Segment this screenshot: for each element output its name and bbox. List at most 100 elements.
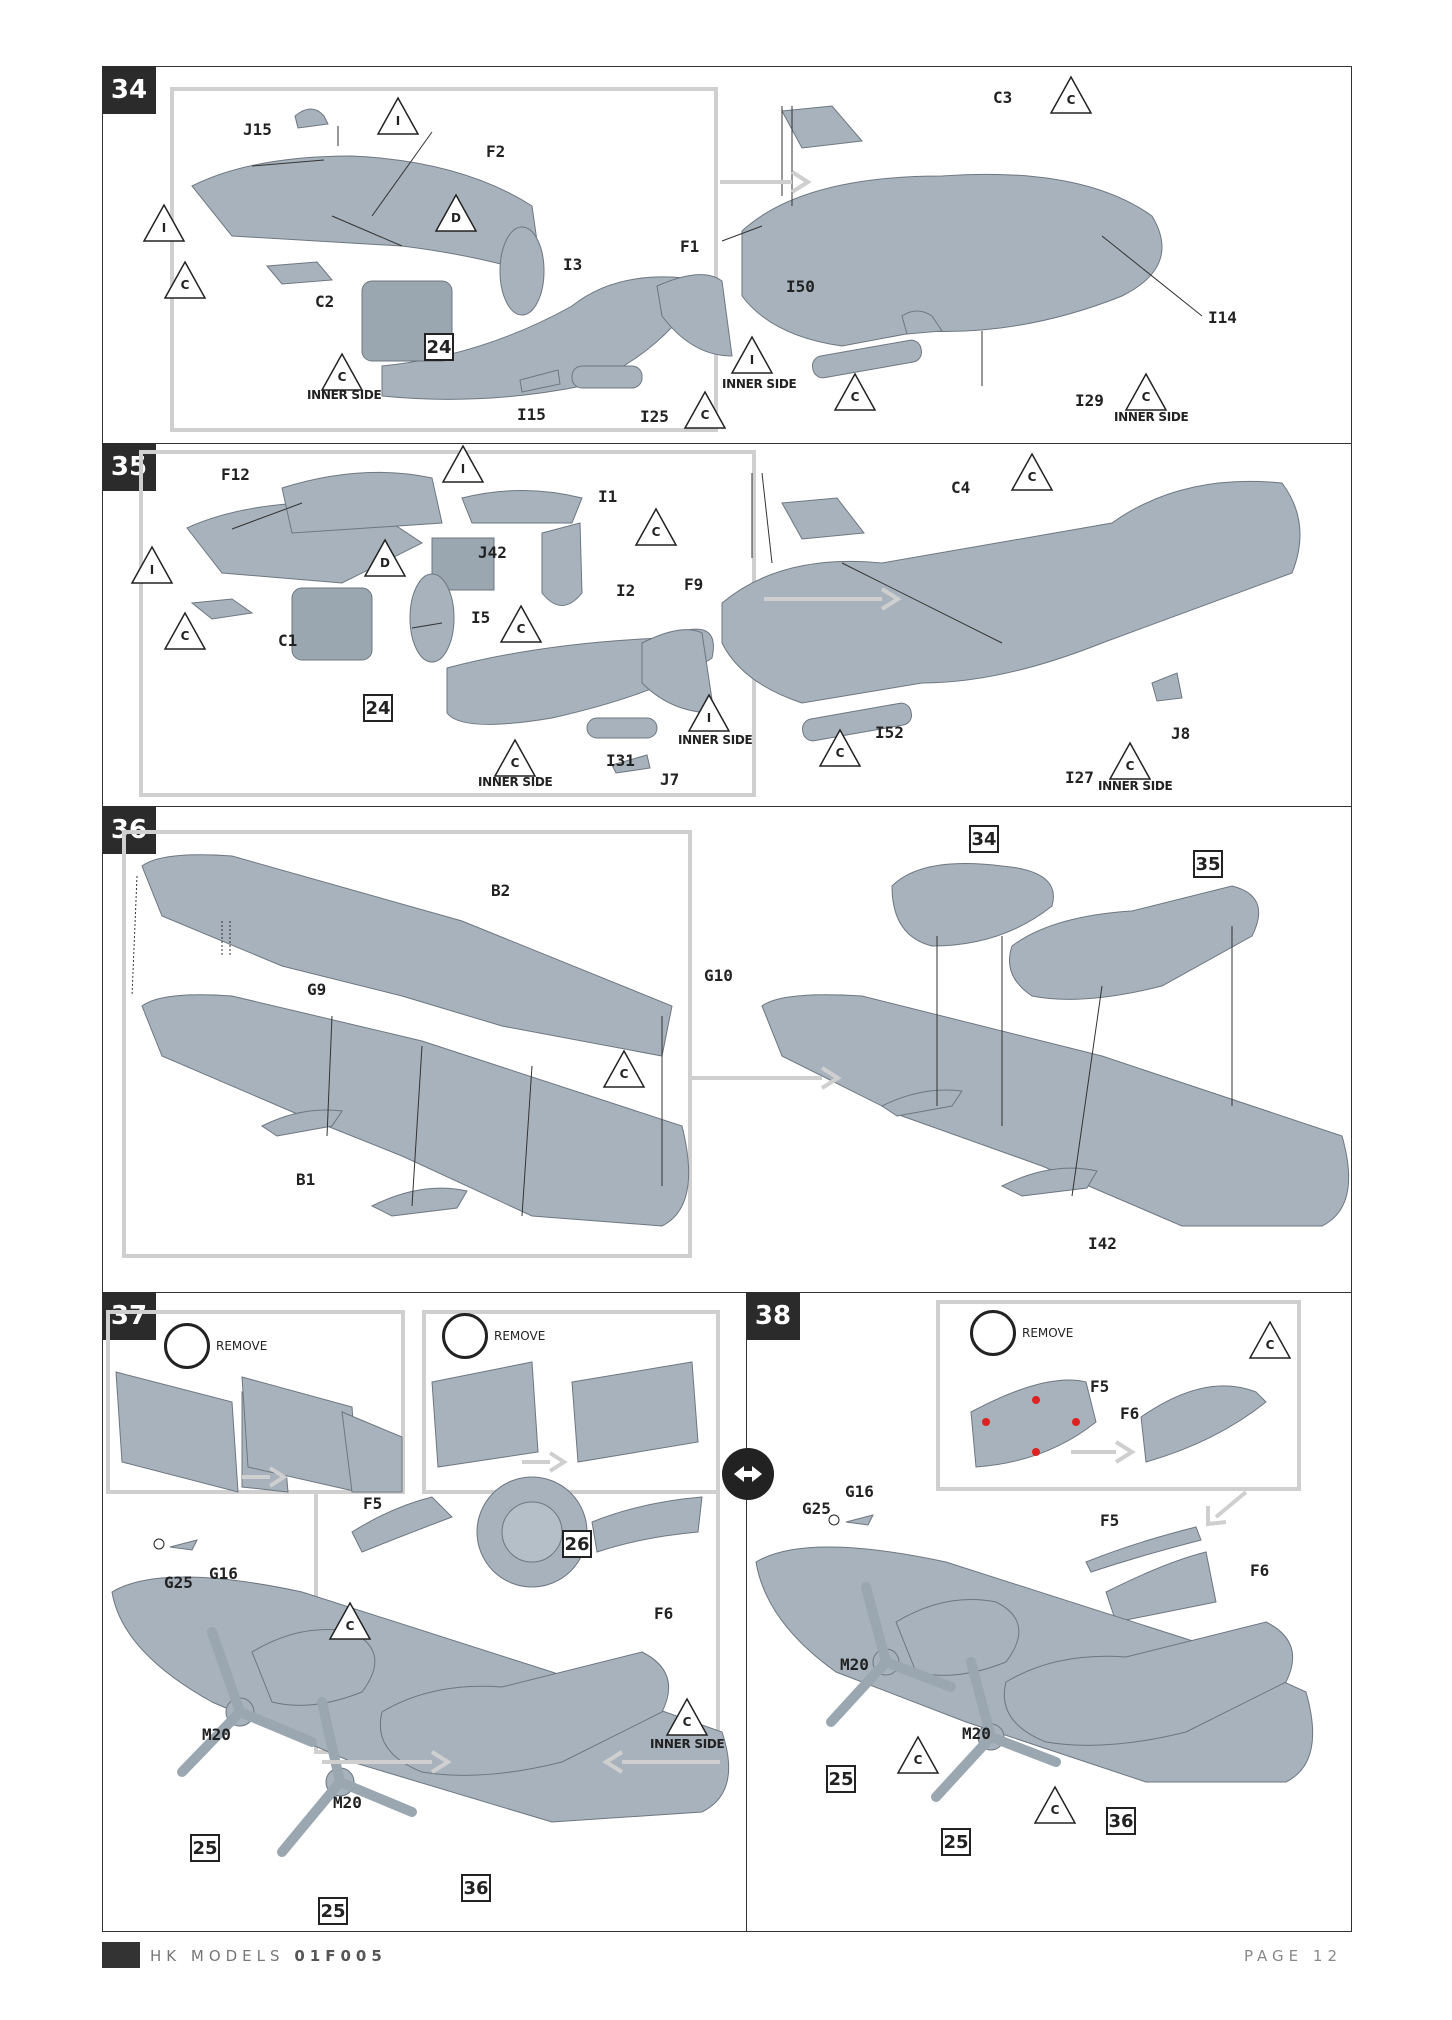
part-label: F9	[684, 575, 704, 594]
kit-code: 01F005	[294, 1947, 387, 1965]
part-label: I15	[517, 405, 546, 424]
part-label: I42	[1088, 1234, 1117, 1253]
reference-box: 36	[461, 1874, 491, 1902]
note-inner-side: INNER SIDE	[478, 775, 553, 789]
part-label: I25	[640, 407, 669, 426]
mark-triangle: C	[833, 372, 877, 412]
part-label: I31	[606, 751, 635, 770]
part-label: G16	[209, 1564, 238, 1583]
mark-triangle: I	[730, 335, 774, 375]
page-number: PAGE 12	[1243, 1947, 1342, 1965]
part-label: I2	[616, 581, 636, 600]
remove-instruction: REMOVE	[164, 1323, 267, 1369]
cutter-icon	[442, 1313, 488, 1359]
part-label: I5	[471, 608, 491, 627]
reference-box: 24	[363, 694, 393, 722]
mark-triangle: C	[665, 1697, 709, 1737]
part-label: F6	[1120, 1404, 1140, 1423]
mark-triangle: C	[163, 611, 207, 651]
mark-triangle: C	[683, 390, 727, 430]
part-label: M20	[333, 1793, 362, 1812]
reference-box: 25	[826, 1765, 856, 1793]
mark-triangle: I	[441, 444, 485, 484]
row-divider-35	[102, 443, 1352, 444]
reference-box: 25	[318, 1897, 348, 1925]
step34-drawing	[191, 105, 1203, 400]
part-label: G9	[307, 980, 327, 999]
part-label: C1	[278, 631, 298, 650]
part-label: G25	[802, 1499, 831, 1518]
reference-box: 25	[941, 1828, 971, 1856]
step36-drawing	[131, 854, 1350, 1227]
note-inner-side: INNER SIDE	[307, 388, 382, 402]
part-label: I14	[1208, 308, 1237, 327]
step34-subassembly-box	[170, 87, 718, 432]
mark-triangle: I	[376, 96, 420, 136]
mark-triangle: C	[896, 1735, 940, 1775]
part-label: F1	[680, 237, 700, 256]
part-label: J15	[243, 120, 272, 139]
mark-triangle: I	[142, 203, 186, 243]
instruction-frame	[102, 66, 1352, 1932]
hk-models-logo	[102, 1942, 140, 1968]
step35-drawing	[186, 471, 1301, 774]
mark-triangle: C	[1124, 372, 1168, 412]
part-label: M20	[962, 1724, 991, 1743]
row-divider-37	[102, 1292, 1352, 1293]
mark-triangle: C	[328, 1601, 372, 1641]
part-label: I52	[875, 723, 904, 742]
mark-triangle: C	[1049, 75, 1093, 115]
mark-triangle: I	[130, 545, 174, 585]
row-divider-36	[102, 806, 1352, 807]
part-label: F12	[221, 465, 250, 484]
footer-brand: HK MODELS 01F005	[150, 1947, 387, 1965]
cutter-icon	[164, 1323, 210, 1369]
part-label: B2	[491, 881, 511, 900]
part-label: I1	[598, 487, 618, 506]
mark-triangle: D	[363, 538, 407, 578]
part-label: M20	[202, 1725, 231, 1744]
mark-triangle: C	[1248, 1320, 1292, 1360]
mark-triangle: C	[320, 352, 364, 392]
part-label: B1	[296, 1170, 316, 1189]
part-label: G25	[164, 1573, 193, 1592]
mark-triangle: C	[499, 604, 543, 644]
part-label: F6	[1250, 1561, 1270, 1580]
mark-triangle: C	[1033, 1785, 1077, 1825]
step38-detail-box	[936, 1300, 1301, 1491]
mark-triangle: C	[634, 507, 678, 547]
part-label: J42	[478, 543, 507, 562]
part-label: F5	[1100, 1511, 1120, 1530]
cutter-icon	[970, 1310, 1016, 1356]
part-label: C4	[951, 478, 971, 497]
part-label: F2	[486, 142, 506, 161]
part-label: I50	[786, 277, 815, 296]
step38-drawing	[755, 1379, 1314, 1802]
mark-triangle: C	[493, 738, 537, 778]
reference-box: 35	[1193, 850, 1223, 878]
step-number-37: 37	[102, 1292, 156, 1340]
step-number-38: 38	[746, 1292, 800, 1340]
mark-triangle: C	[818, 728, 862, 768]
part-label: G16	[845, 1482, 874, 1501]
column-divider-37-38	[746, 1292, 747, 1932]
mark-triangle: C	[1010, 452, 1054, 492]
mark-triangle: D	[434, 193, 478, 233]
step37-detail-box-right	[422, 1310, 720, 1494]
part-label: M20	[840, 1655, 869, 1674]
part-label: G10	[704, 966, 733, 985]
reference-box: 24	[424, 333, 454, 361]
note-inner-side: INNER SIDE	[1098, 779, 1173, 793]
part-label: I29	[1075, 391, 1104, 410]
step36-subassembly-box	[122, 830, 692, 1258]
part-label: I27	[1065, 768, 1094, 787]
part-label: F5	[363, 1494, 383, 1513]
note-inner-side: INNER SIDE	[722, 377, 797, 391]
remove-instruction: REMOVE	[442, 1313, 545, 1359]
part-label: C3	[993, 88, 1013, 107]
note-inner-side: INNER SIDE	[650, 1737, 725, 1751]
brand-name: HK MODELS	[150, 1947, 285, 1965]
reference-box: 25	[190, 1834, 220, 1862]
step37-detail-box-left	[106, 1310, 405, 1494]
note-inner-side: INNER SIDE	[678, 733, 753, 747]
